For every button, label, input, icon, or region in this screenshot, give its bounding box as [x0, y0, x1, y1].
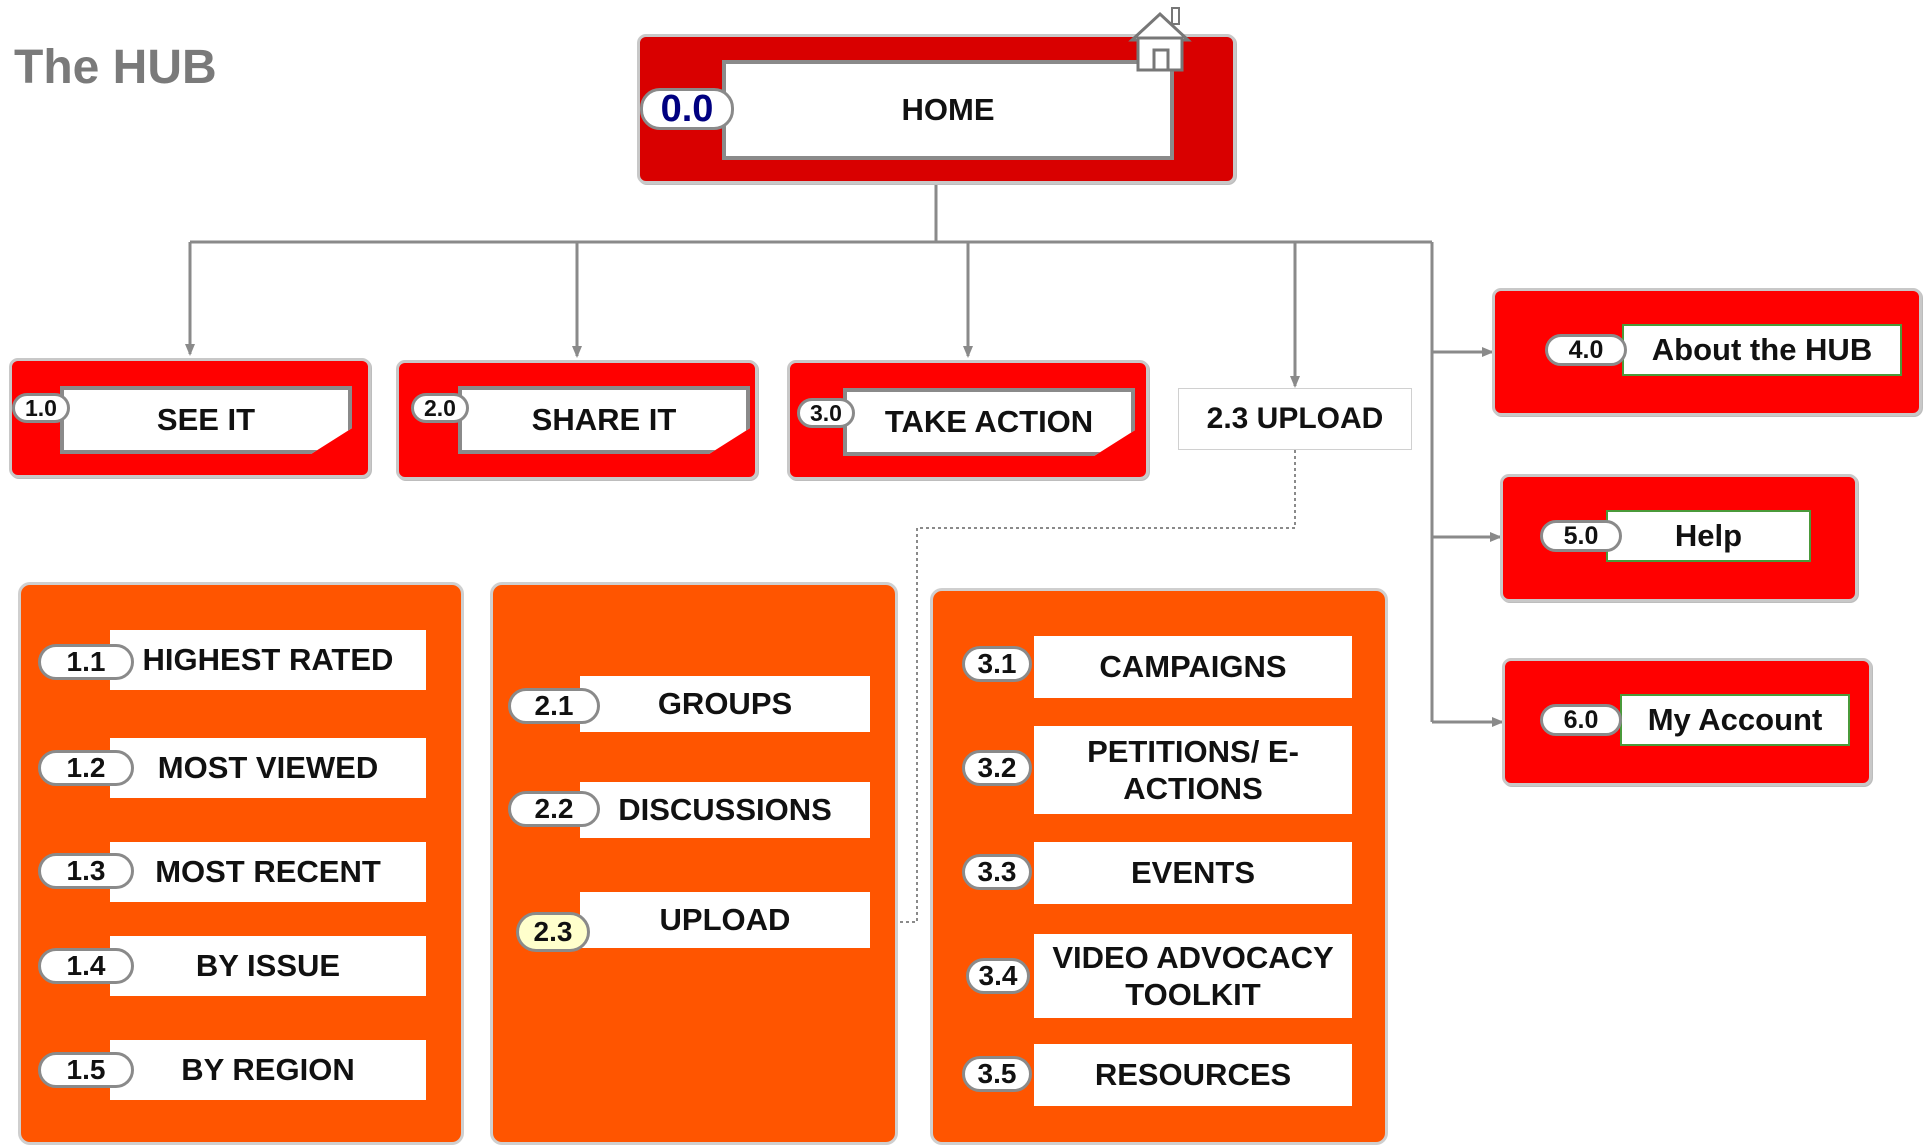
action-item-3[interactable]: EVENTS	[1034, 842, 1352, 904]
about-label: About the HUB	[1622, 324, 1902, 376]
share-item-2[interactable]: DISCUSSIONS	[580, 782, 870, 838]
account-number: 6.0	[1540, 704, 1622, 736]
action-item-5[interactable]: RESOURCES	[1034, 1044, 1352, 1106]
see-item-4[interactable]: BY ISSUE	[110, 936, 426, 996]
see-item-2[interactable]: MOST VIEWED	[110, 738, 426, 798]
action-item-1-number: 3.1	[962, 646, 1032, 682]
see-item-1-number: 1.1	[38, 644, 134, 680]
see-item-2-number: 1.2	[38, 750, 134, 786]
action-item-4-number: 3.4	[966, 958, 1030, 994]
see-item-5-number: 1.5	[38, 1052, 134, 1088]
take-action-label: TAKE ACTION	[843, 388, 1135, 456]
share-item-1-number: 2.1	[508, 688, 600, 724]
see-item-4-number: 1.4	[38, 948, 134, 984]
home-icon	[1128, 7, 1192, 72]
upload-node[interactable]: 2.3 UPLOAD	[1178, 388, 1412, 450]
take-action-number: 3.0	[797, 398, 855, 428]
share-item-3[interactable]: UPLOAD	[580, 892, 870, 948]
see-it-label: SEE IT	[60, 386, 352, 454]
action-item-5-number: 3.5	[962, 1056, 1032, 1092]
action-item-3-number: 3.3	[962, 854, 1032, 890]
see-it-number: 1.0	[12, 393, 70, 423]
dotted-upload-link	[878, 450, 1296, 927]
account-label: My Account	[1620, 694, 1850, 746]
share-it-panel	[490, 582, 898, 1145]
share-it-number: 2.0	[411, 393, 469, 423]
share-item-3-number: 2.3	[516, 912, 590, 952]
action-item-4[interactable]: VIDEO ADVOCACY TOOLKIT	[1034, 934, 1352, 1018]
action-item-2-number: 3.2	[962, 750, 1032, 786]
action-item-2[interactable]: PETITIONS/ E-ACTIONS	[1034, 726, 1352, 814]
see-item-1[interactable]: HIGHEST RATED	[110, 630, 426, 690]
about-number: 4.0	[1545, 334, 1627, 366]
diagram-title: The HUB	[14, 41, 217, 94]
share-item-1[interactable]: GROUPS	[580, 676, 870, 732]
share-it-label: SHARE IT	[458, 386, 750, 454]
share-item-2-number: 2.2	[508, 791, 600, 827]
see-item-5[interactable]: BY REGION	[110, 1040, 426, 1100]
home-number: 0.0	[640, 88, 734, 130]
action-item-1[interactable]: CAMPAIGNS	[1034, 636, 1352, 698]
home-label: HOME	[722, 60, 1174, 160]
see-item-3-number: 1.3	[38, 853, 134, 889]
help-number: 5.0	[1540, 520, 1622, 552]
see-item-3[interactable]: MOST RECENT	[110, 842, 426, 902]
help-label: Help	[1606, 510, 1811, 562]
